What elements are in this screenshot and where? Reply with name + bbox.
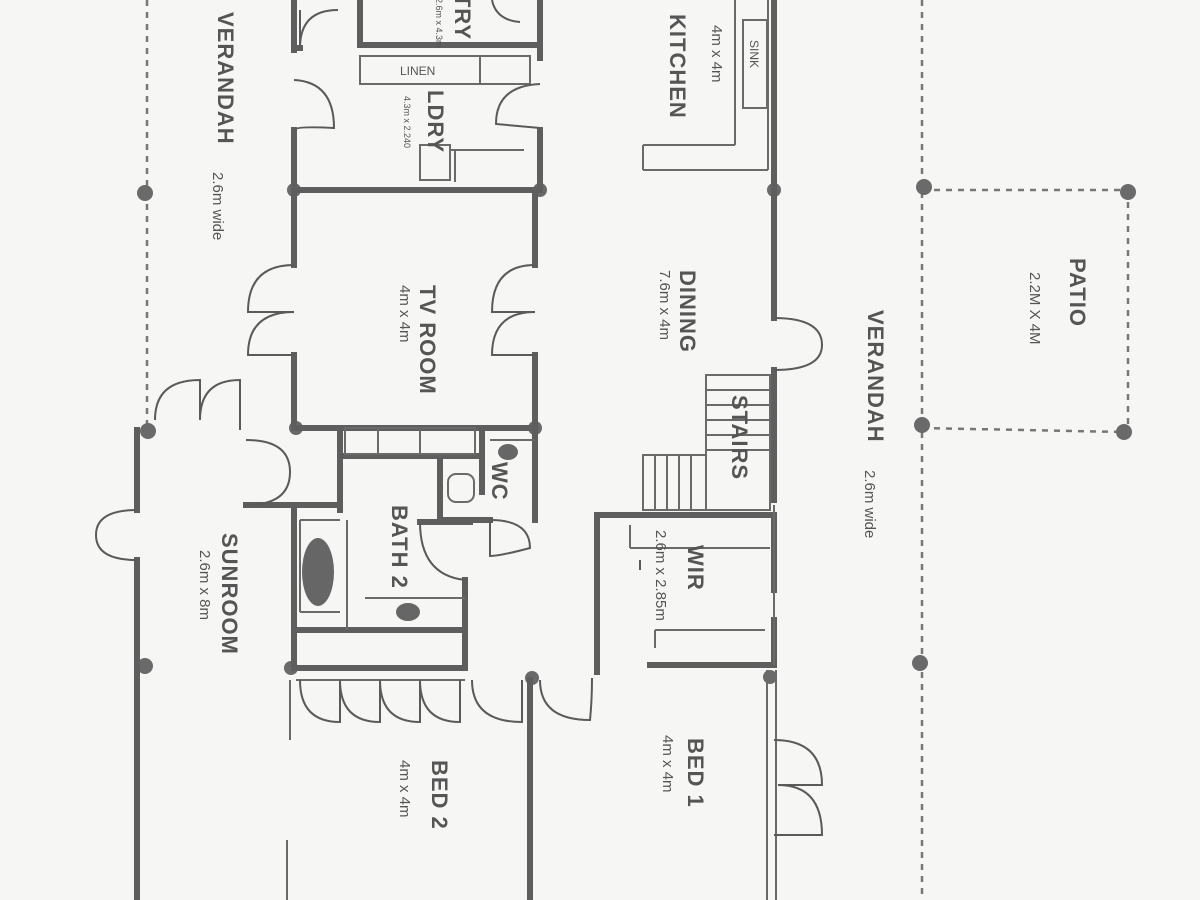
- dining-dims: 7.6m x 4m: [656, 270, 673, 340]
- linen-shelf: [359, 55, 531, 85]
- patio-dims: 2.2M X 4M: [1026, 272, 1043, 345]
- linen-cupboards: [344, 427, 476, 455]
- pantry-label: PANTRY: [450, 0, 475, 40]
- wir-label: WIR: [683, 545, 708, 591]
- bed2-label: BED 2: [427, 760, 452, 830]
- tv-room-label: TV ROOM: [415, 285, 440, 395]
- post-dots: [137, 179, 1136, 685]
- stairs-label: STAIRS: [727, 395, 752, 480]
- kitchen-bench: [642, 0, 769, 171]
- dining-label: DINING: [675, 270, 700, 353]
- verandah-right-label: VERANDAH: [863, 310, 888, 443]
- bathtub-icon: [302, 538, 334, 606]
- labels: PANTRY 2.6m x 4.3m LINEN LDRY 4.3m x 2.2…: [196, 0, 1090, 830]
- verandah-left-width: 2.6m wide: [209, 172, 226, 240]
- toilet-bowl-icon: [498, 444, 518, 460]
- toilet-icon: [447, 473, 475, 503]
- kitchen-label: KITCHEN: [665, 14, 690, 119]
- bed1-dims: 4m x 4m: [659, 735, 676, 793]
- bath2-label: BATH 2: [387, 505, 412, 589]
- kitchen-dims: 4m x 4m: [708, 25, 725, 83]
- verandah-left-label: VERANDAH: [213, 12, 238, 145]
- stairs-drawing: [642, 374, 771, 511]
- sunroom-label: SUNROOM: [217, 533, 242, 655]
- wc-label: WC: [487, 462, 512, 501]
- sink-label: SINK: [747, 40, 761, 68]
- verandah-outlines: [145, 0, 1130, 900]
- verandah-right-width: 2.6m wide: [861, 470, 878, 538]
- fixtures: [302, 144, 518, 621]
- doors: [94, 0, 824, 836]
- patio-label: PATIO: [1065, 258, 1090, 327]
- pantry-dims: 2.6m x 4.3m: [434, 0, 444, 48]
- wir-dims: 2.6m x 2.85m: [652, 530, 669, 621]
- sunroom-dims: 2.6m x 8m: [196, 550, 213, 620]
- laundry-tub-icon: [419, 144, 451, 181]
- laundry-dims: 4.3m x 2.240: [402, 96, 412, 148]
- tv-room-dims: 4m x 4m: [396, 285, 413, 343]
- bed1-label: BED 1: [683, 738, 708, 808]
- basin-icon: [396, 603, 420, 621]
- laundry-label: LDRY: [423, 90, 448, 153]
- wir-rails: [629, 525, 770, 648]
- bed2-dims: 4m x 4m: [396, 760, 413, 818]
- linen-label: LINEN: [400, 64, 435, 78]
